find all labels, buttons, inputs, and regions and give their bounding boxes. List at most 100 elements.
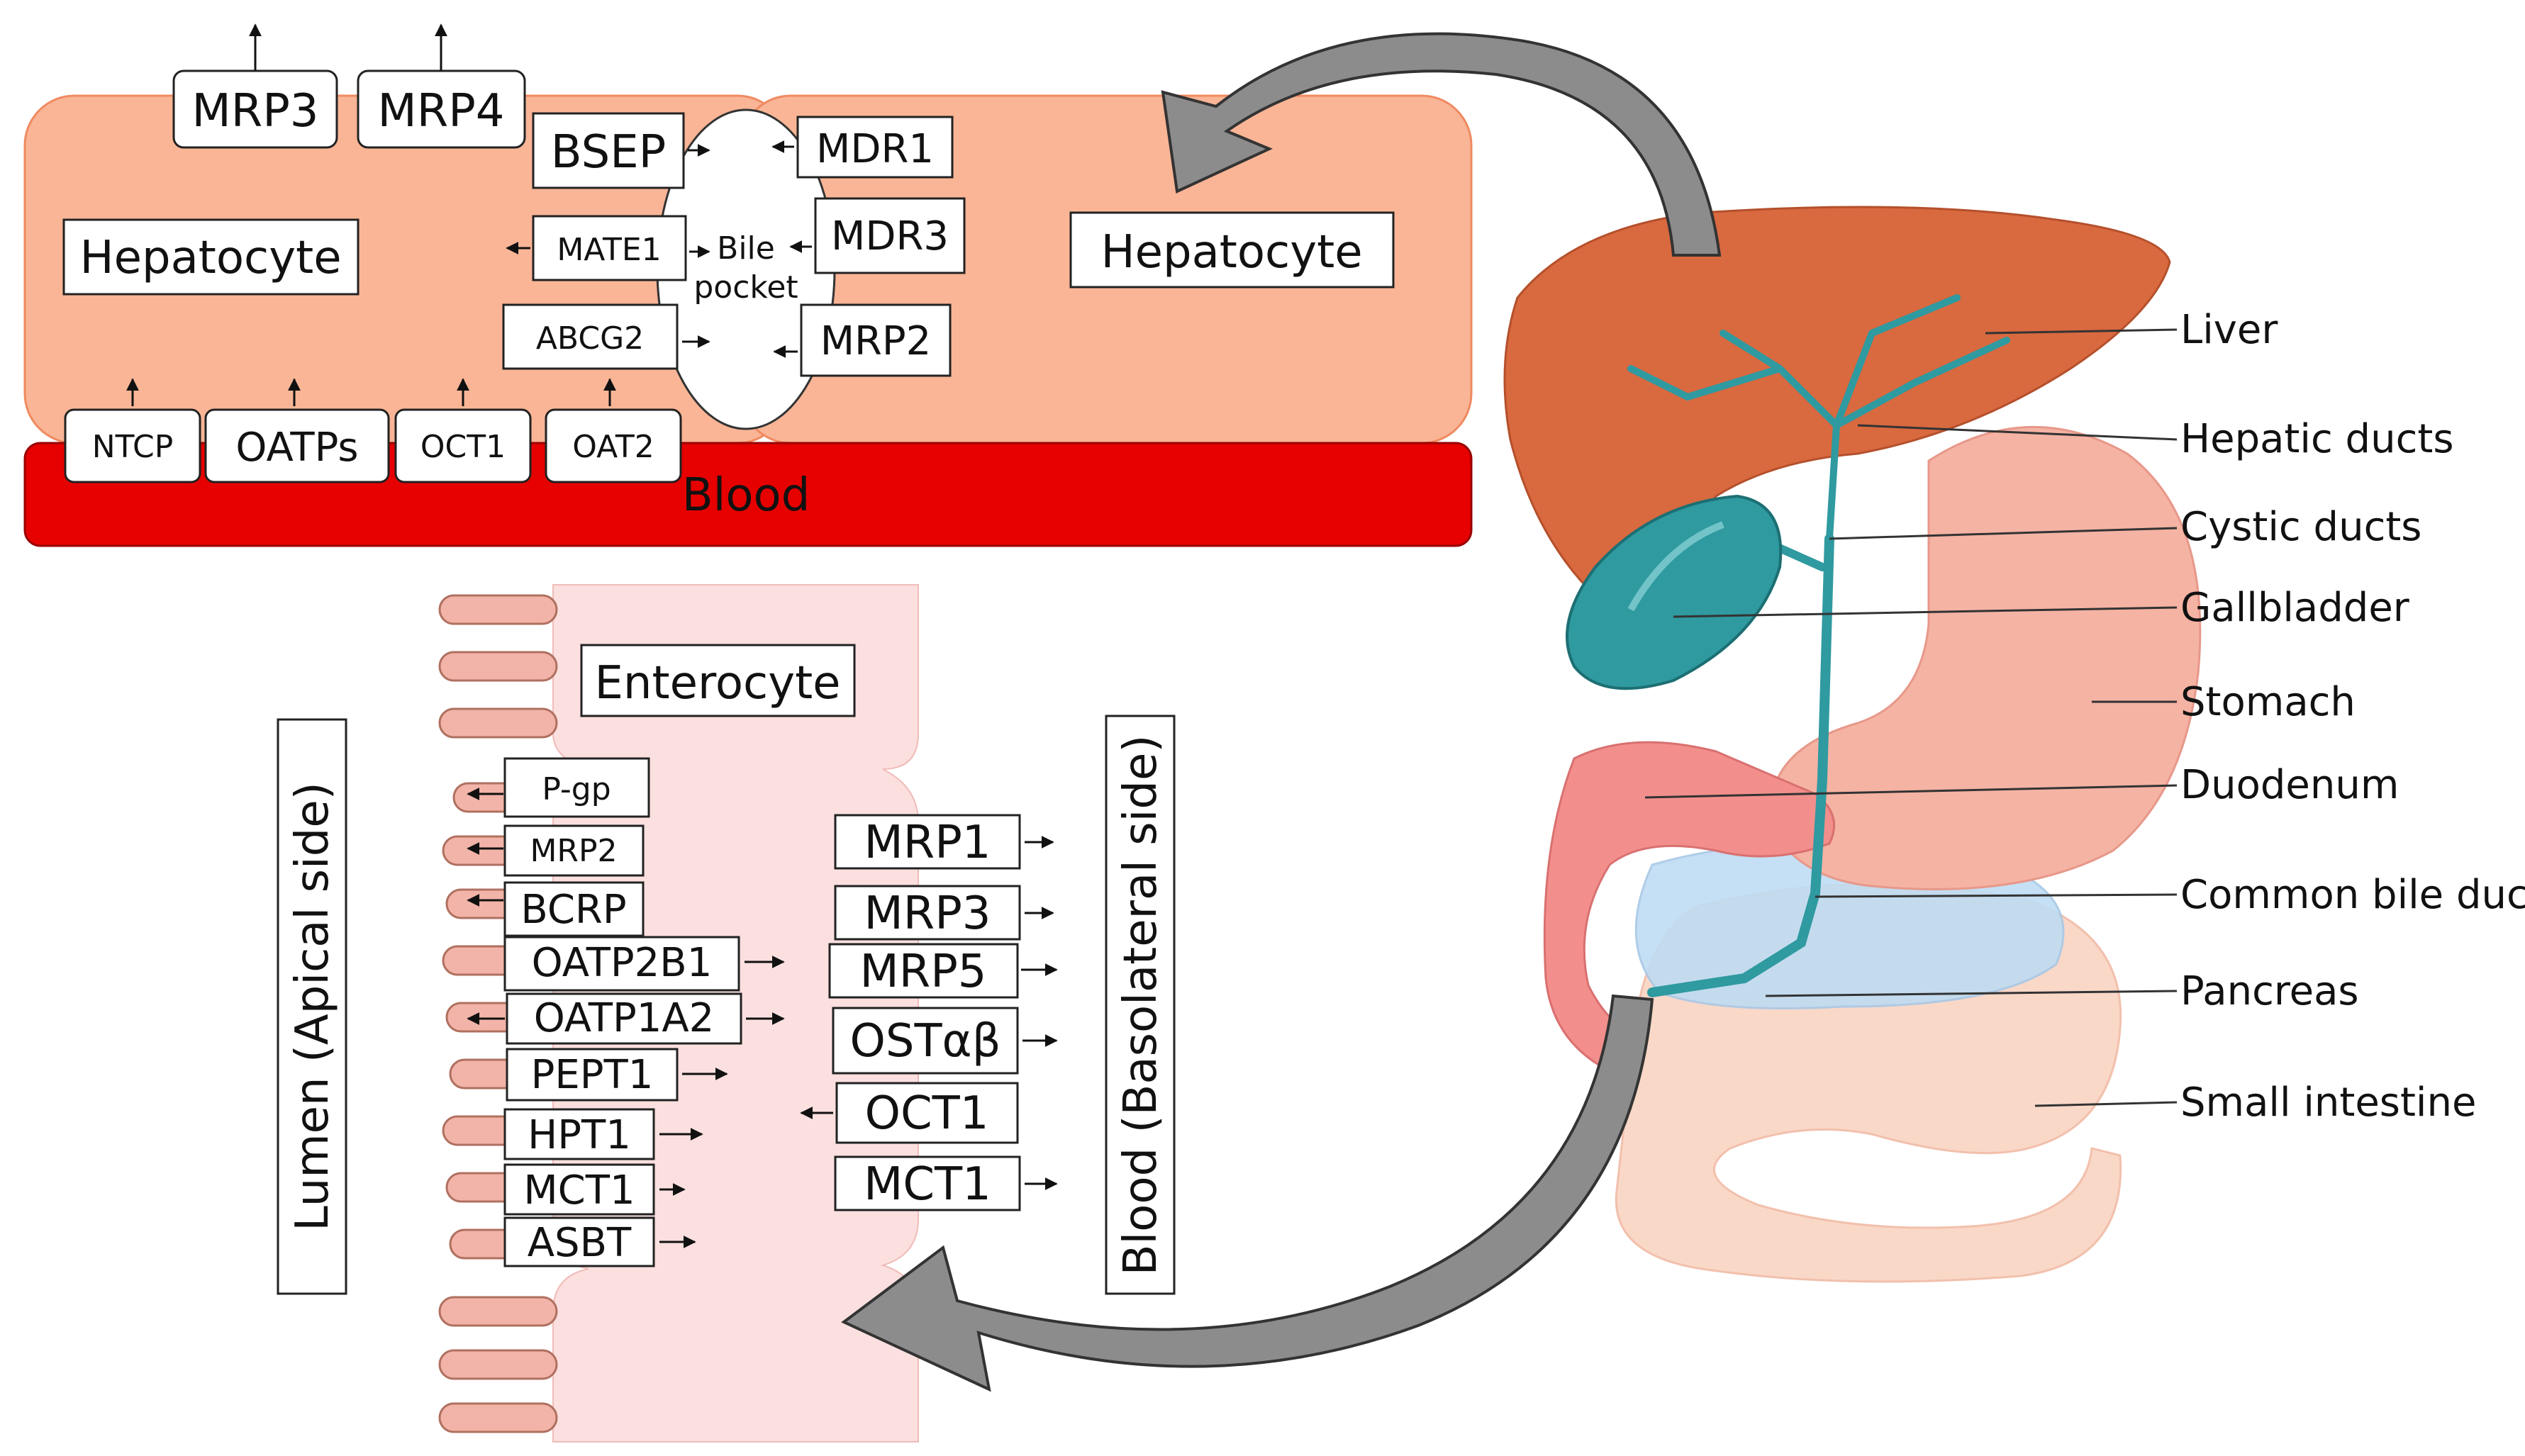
apical-transporter-box [503, 881, 645, 937]
apical-transporter-label: BCRP [520, 887, 626, 933]
leader-line [2034, 1101, 2178, 1107]
bile-ducts [1627, 294, 2010, 997]
apical-side-box [277, 718, 347, 1295]
oat2-label: OAT2 [572, 429, 654, 465]
mdr1-label: MDR1 [816, 126, 934, 172]
apical-transporter-box [503, 1108, 655, 1160]
leader-line [1815, 893, 2178, 898]
basolateral-transporter-label: MRP3 [864, 887, 991, 940]
apical-side-label: Lumen (Apical side) [286, 782, 339, 1231]
mdr3-label: MDR3 [831, 213, 949, 259]
apical-transporter-box [503, 757, 650, 818]
basolateral-side-box [1105, 715, 1176, 1295]
apical-transporter-label: HPT1 [528, 1112, 631, 1158]
abcg2-box [502, 303, 679, 370]
ntcp-label: NTCP [92, 429, 173, 465]
mdr1-box [796, 116, 954, 179]
mate1-box [532, 215, 687, 281]
anatomy-label: Small intestine [2180, 1080, 2476, 1126]
enterocyte-panel: Enterocyte Lumen (Apical side) Blood (Ba… [277, 584, 1176, 1443]
bile-pocket-label-2: pocket [693, 269, 798, 306]
enterocyte-title: Enterocyte [594, 657, 840, 710]
hepatocyte-right-label-box [1069, 211, 1395, 289]
anatomy-label: Hepatic ducts [2180, 416, 2454, 462]
bsep-box [532, 112, 685, 189]
apical-transporter-box [503, 936, 740, 992]
hepatocyte-left-label-box [62, 218, 359, 296]
hepatocyte-panel: Blood Bile pocket Hepatocyte Hepatocyte … [23, 23, 1473, 547]
apical-transporter-label: PEPT1 [531, 1052, 654, 1098]
mrp3-label: MRP3 [192, 85, 319, 138]
hepatocyte-right-label: Hepatocyte [1100, 226, 1362, 279]
intestine-to-enterocyte-arrow [841, 994, 1654, 1392]
apical-transporter-box [503, 1216, 655, 1267]
basolateral-transporter-box [828, 943, 1019, 999]
basolateral-transporter-list: MRP1 MRP3 MRP5 OSTαβ OCT1 MCT1 [800, 814, 1058, 1211]
apical-transporter-box [503, 1163, 655, 1216]
oatps-label: OATPs [235, 425, 358, 471]
anatomy-label: Liver [2180, 307, 2278, 353]
apical-transporter-label: OATP1A2 [534, 995, 715, 1041]
basolateral-transporter-label: OSTαβ [849, 1015, 1000, 1068]
gallbladder [1566, 494, 1783, 690]
enterocyte-title-box [580, 644, 856, 717]
anatomy-label: Cystic ducts [2180, 504, 2421, 550]
common-bile-duct [1647, 534, 1834, 997]
basolateral-transporter-label: MRP5 [860, 946, 987, 998]
apical-transporter-label: MCT1 [523, 1167, 635, 1214]
leader-line [1857, 424, 2178, 441]
oatps-box [204, 408, 390, 483]
villus [438, 651, 558, 682]
anatomy-label: Pancreas [2180, 968, 2359, 1014]
basolateral-transporter-label: MRP1 [864, 817, 991, 869]
basolateral-transporter-box [834, 814, 1021, 870]
oct1-hep-box [394, 408, 532, 483]
ntcp-box [64, 408, 201, 483]
liver [1503, 206, 2171, 603]
basolateral-transporter-box [835, 1082, 1019, 1144]
basolateral-transporter-label: MCT1 [864, 1158, 991, 1211]
leader-line [1765, 990, 2178, 997]
mrp2-hep-box [800, 303, 952, 377]
anatomy-illustration: Liver Hepatic ducts Cystic ducts Gallbla… [1503, 206, 2525, 1283]
bsep-label: BSEP [551, 126, 666, 179]
mdr3-box [814, 197, 966, 274]
anatomy-label: Stomach [2180, 679, 2356, 725]
apical-transporter-label: ASBT [528, 1220, 632, 1266]
anatomy-label: Common bile duct [2180, 872, 2525, 918]
hepatic-duct [1868, 294, 1961, 337]
mrp4-label: MRP4 [378, 85, 505, 138]
blood-label: Blood [682, 469, 810, 522]
oct1-hep-label: OCT1 [420, 429, 506, 465]
apical-transporter-box [506, 1048, 679, 1102]
gallbladder-highlight [1627, 521, 1724, 612]
basolateral-transporter-box [834, 885, 1021, 941]
mate1-label: MATE1 [557, 232, 661, 268]
leader-line [1829, 527, 2178, 540]
leader-line [1644, 784, 2178, 799]
liver-to-hepatocyte-arrow [1161, 32, 1722, 257]
villus [438, 1402, 558, 1433]
villus [438, 1296, 558, 1327]
hepatic-duct [1833, 337, 2010, 429]
hepatic-duct [1627, 365, 1783, 401]
anatomy-label: Gallbladder [2180, 585, 2410, 631]
hepatocyte-left-label: Hepatocyte [79, 232, 341, 284]
basolateral-transporter-box [832, 1007, 1019, 1075]
apical-transporter-label: MRP2 [530, 833, 617, 869]
apical-transporter-list: P-gp MRP2 BCRP OATP2B1 OATP1A2 PEPT1 HPT… [467, 757, 785, 1267]
curved-arrows [841, 32, 1722, 1392]
villus [438, 594, 558, 625]
basolateral-transporter-label: OCT1 [865, 1087, 989, 1140]
apical-transporter-label: OATP2B1 [532, 940, 713, 986]
oat2-box [545, 408, 682, 483]
anatomy-labels: Liver Hepatic ducts Cystic ducts Gallbla… [1644, 307, 2525, 1126]
apical-transporter-box [506, 992, 742, 1045]
apical-transporter-box [503, 824, 645, 877]
stomach [1770, 425, 2202, 890]
leader-line [1673, 606, 2178, 618]
mrp2-hep-label: MRP2 [820, 318, 932, 364]
villus [438, 707, 558, 739]
basolateral-side-label: Blood (Basolateral side) [1115, 735, 1167, 1276]
